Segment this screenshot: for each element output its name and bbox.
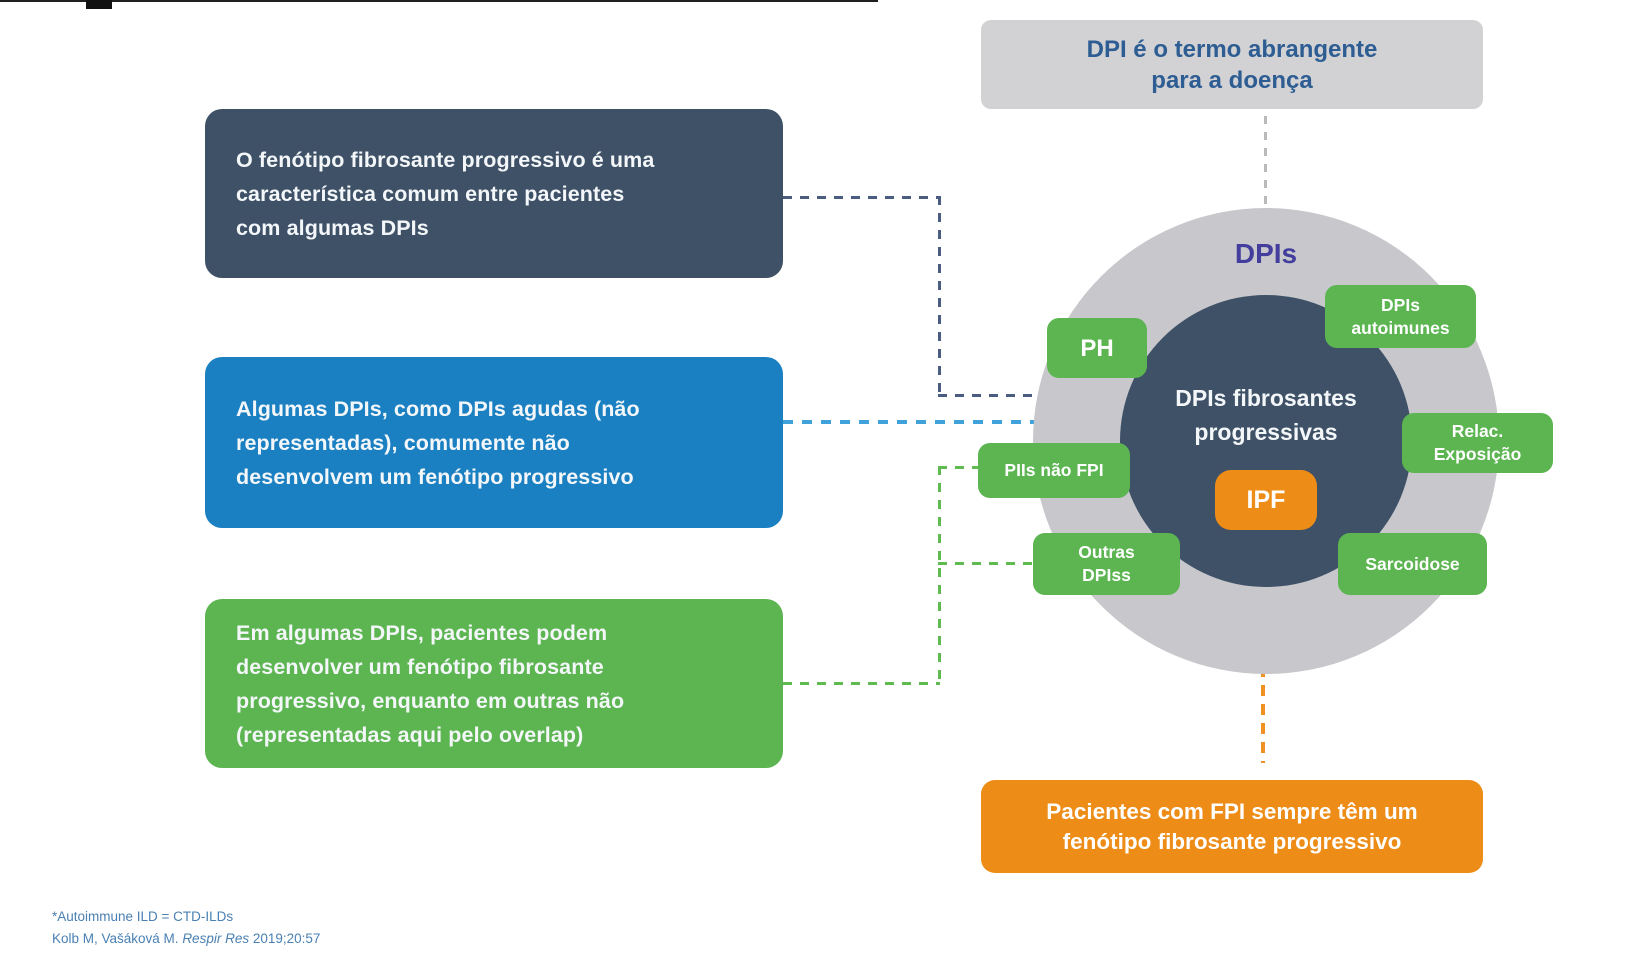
badge-piis-non-fpi: PIIs não FPI (978, 443, 1130, 498)
frame-artifact-top-line (0, 0, 878, 2)
message-line: representadas), comumente não (236, 430, 570, 455)
badge-autoimmune-dpis: DPIs autoimunes (1325, 285, 1476, 348)
badge-exposure-related: Relac. Exposição (1402, 413, 1553, 473)
inner-circle-label-line2: progressivas (1194, 419, 1338, 445)
badge-ph: PH (1047, 318, 1147, 378)
message-line: característica comum entre pacientes (236, 181, 625, 206)
footnote-autoimmune: *Autoimmune ILD = CTD-ILDs (52, 909, 234, 924)
reference-citation: 2019;20:57 (249, 931, 321, 946)
outer-circle-label: DPIs (1234, 238, 1298, 269)
connector-green-horizontal-piis (938, 466, 982, 469)
badge-piis-label: PIIs não FPI (1004, 460, 1104, 480)
message-line: desenvolver um fenótipo fibrosante (236, 654, 604, 679)
connector-blue-horizontal (783, 420, 1055, 424)
reference-journal: Respir Res (182, 931, 250, 946)
badge-ipf-label: IPF (1246, 485, 1286, 514)
footnote-reference: Kolb M, Vašáková M. Respir Res 2019;20:5… (52, 928, 320, 950)
connector-green-horizontal-box (783, 682, 940, 685)
bottom-banner-line2: fenótipo fibrosante progressivo (1062, 828, 1402, 854)
connector-navy-vertical (938, 196, 941, 397)
inner-circle-label-line1: DPIs fibrosantes (1175, 385, 1357, 411)
message-box-acute-dpis: Algumas DPIs, como DPIs agudas (não repr… (205, 357, 783, 528)
message-line: Algumas DPIs, como DPIs agudas (não (236, 396, 640, 421)
badge-other-dpis-line1: Outras (1078, 542, 1135, 562)
connector-green-horizontal-outras (938, 562, 1037, 565)
message-box-overlap: Em algumas DPIs, pacientes podem desenvo… (205, 599, 783, 768)
badge-other-dpis-line2: DPIss (1082, 565, 1131, 585)
top-banner-line2: para a doença (1151, 66, 1313, 94)
connector-navy-horizontal-2 (938, 394, 1125, 397)
message-line: O fenótipo fibrosante progressivo é uma (236, 147, 655, 172)
frame-artifact-notch (86, 0, 112, 9)
message-line: progressivo, enquanto em outras não (236, 688, 625, 713)
message-line: desenvolvem um fenótipo progressivo (236, 464, 634, 489)
message-line: Em algumas DPIs, pacientes podem (236, 620, 608, 645)
message-line: com algumas DPIs (236, 215, 429, 240)
inner-circle-label: DPIs fibrosantes progressivas (1106, 381, 1426, 449)
connector-green-vertical (938, 466, 941, 685)
badge-ipf: IPF (1215, 470, 1317, 530)
badge-sarcoidosis: Sarcoidose (1338, 533, 1487, 595)
bottom-banner-fpi: Pacientes com FPI sempre têm um fenótipo… (981, 780, 1483, 873)
footnotes: *Autoimmune ILD = CTD-ILDs Kolb M, Vašák… (52, 906, 320, 950)
badge-exposure-line1: Relac. (1451, 421, 1504, 441)
message-box-progressive-phenotype: O fenótipo fibrosante progressivo é uma … (205, 109, 783, 278)
top-banner-line1: DPI é o termo abrangente (1086, 35, 1378, 63)
connector-navy-horizontal-1 (783, 196, 940, 199)
badge-autoimmune-line2: autoimunes (1351, 317, 1450, 338)
top-banner-dpi-term: DPI é o termo abrangente para a doença (981, 20, 1483, 109)
badge-ph-label: PH (1080, 334, 1114, 362)
badge-autoimmune-line1: DPIs (1381, 294, 1420, 315)
badge-other-dpis: Outras DPIss (1033, 533, 1180, 595)
connector-gray-vertical (1264, 116, 1267, 206)
badge-exposure-line2: Exposição (1433, 444, 1522, 464)
message-line: (representadas aqui pelo overlap) (236, 722, 584, 747)
bottom-banner-line1: Pacientes com FPI sempre têm um (1046, 798, 1418, 824)
badge-sarcoidosis-label: Sarcoidose (1365, 553, 1460, 574)
reference-authors: Kolb M, Vašáková M. (52, 931, 183, 946)
